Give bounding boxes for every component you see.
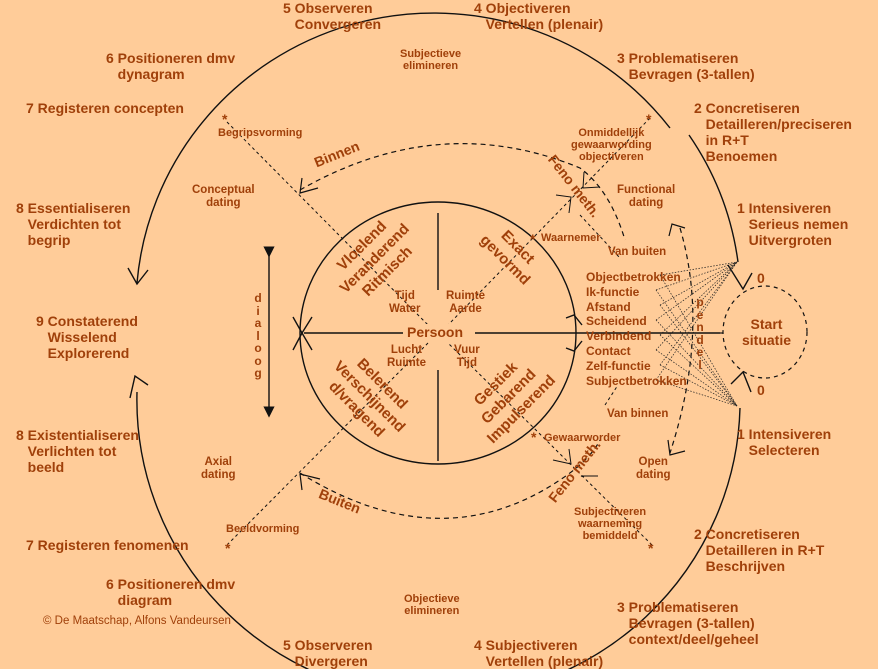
step-4-subjectiveren: 4 Subjectiveren Vertellen (plenair) [474, 637, 604, 669]
open-dating-label: Open dating [636, 456, 671, 481]
pendel-line [659, 261, 738, 276]
function-item: Objectbetrokken [586, 270, 681, 284]
step-6-positioneren-diagram: 6 Positioneren dmv diagram [106, 576, 236, 608]
step-1-intensiveren-top: 1 Intensiveren Serieus nemen Uitvergrote… [737, 200, 849, 248]
functional-dating-label: Functional dating [617, 184, 676, 209]
step-2-concretiseren-top: 2 Concretiseren Detailleren/preciseren i… [694, 100, 852, 164]
start-situatie-label: Start situatie [742, 316, 792, 348]
beeldvorming-label: Beeldvorming [226, 523, 300, 535]
step-7-registeren-fenomenen: 7 Registeren fenomenen [26, 537, 189, 553]
step-7-registeren-concepten: 7 Registeren concepten [26, 100, 184, 116]
pendel-line [659, 261, 738, 366]
function-item: Zelf-functie [586, 358, 651, 373]
pendel-line [659, 334, 738, 407]
waarnemer-label: Waarnemer [541, 232, 601, 244]
arrow-head-top-left [127, 267, 149, 286]
onmiddellijk-arrow-head [582, 171, 601, 189]
step-8-existentialiseren: 8 Existentialiseren Verlichten tot beeld [16, 427, 139, 475]
function-item: Afstand [586, 299, 631, 314]
subjectiveren-waarneming-label: Subjectiveren waarneming bemiddeld [574, 506, 647, 542]
function-item: Scheidend [586, 314, 647, 329]
star-beeldvorming: * [225, 540, 231, 556]
pendel-lines [655, 261, 738, 407]
step-1-intensiveren-bottom: 1 Intensiveren Selecteren [737, 426, 832, 458]
arrow-head-start-top [727, 264, 753, 291]
gewaarworder-arrow-head [552, 448, 572, 465]
star-gewaarworder: * [531, 429, 537, 445]
diag-van-buiten [579, 214, 621, 259]
ruimte-aarde-label: Ruimte Aarde [446, 290, 485, 315]
arrow-head-left-inner-2 [301, 316, 313, 351]
step-4-objectiveren: 4 Objectiveren Vertellen (plenair) [474, 0, 604, 32]
step-6-positioneren-dynagram: 6 Positioneren dmv dynagram [106, 50, 236, 82]
binnen-arc [299, 143, 626, 241]
function-item: Contact [586, 343, 631, 358]
pendel-label: p e n d e l [696, 295, 704, 372]
pendel-line [659, 304, 738, 407]
arrow-head-right-inner-1 [565, 314, 583, 326]
outer-circle-right-top-arc [688, 134, 739, 263]
pendel-line [655, 379, 738, 407]
function-item: Verbindend [586, 329, 652, 344]
function-item: Subjectbetrokken [586, 373, 687, 388]
step-2-concretiseren-bottom: 2 Concretiseren Detailleren in R+T Besch… [694, 526, 825, 574]
pendel-line [659, 364, 738, 407]
dialoog-label: d i a l o o g [254, 291, 262, 380]
arrow-head-bottom-left [129, 374, 149, 399]
arrow-head-start-bottom [730, 370, 752, 393]
arrow-head-right-inner-2 [565, 340, 583, 352]
pendel-line [655, 261, 738, 351]
step-5-observeren-convergeren: 5 Observeren Convergeren [283, 0, 382, 32]
vuur-tijd-label: Vuur Tijd [454, 344, 480, 369]
zero-bottom-label: 0 [757, 382, 765, 398]
lucht-ruimte-label: Lucht Ruimte [387, 344, 426, 369]
star-subjectiveren: * [648, 540, 654, 556]
copyright-text: © De Maatschap, Alfons Vandeursen [43, 615, 231, 627]
pendel-line [659, 261, 738, 336]
diag-onmiddellijk [447, 117, 651, 326]
pendel-line [655, 349, 738, 407]
outer-circle-right-bottom-arc [136, 391, 741, 669]
van-buiten-label: Van buiten [608, 246, 667, 258]
start-circle [722, 285, 808, 379]
functions-list: Objectbetrokken Ik-functie Afstand Schei… [586, 270, 687, 388]
star-onmiddellijk: * [646, 111, 652, 127]
step-5-observeren-divergeren: 5 Observeren Divergeren [283, 637, 373, 669]
binnen-arrow-head [299, 177, 319, 194]
waarnemer-arrow-head [555, 194, 572, 214]
objectieve-elimineren-label: Objectieve elimineren [404, 593, 460, 617]
gewaarworder-label: Gewaarworder [544, 432, 621, 444]
van-binnen-label: Van binnen [607, 408, 669, 420]
zero-top-label: 0 [757, 270, 765, 286]
pendel-line [659, 261, 738, 306]
buiten-arrow-head [299, 473, 321, 491]
subjectiveren-arrow-head [580, 475, 598, 478]
pendel-line [655, 289, 738, 407]
pendel-line [659, 274, 738, 407]
persoon-label: Persoon [404, 324, 467, 340]
pendel-line [655, 261, 738, 291]
function-item: Ik-functie [586, 284, 640, 299]
star-waarnemer: * [530, 231, 536, 247]
step-9-constaterend: 9 Constaterend Wisselend Explorerend [36, 313, 138, 361]
diag-van-binnen [604, 384, 619, 406]
pendel-arc [669, 227, 694, 454]
onmiddellijk-gewaarwording-label: Onmiddellijk gewaarwording objectiveren [571, 127, 652, 163]
outer-circle-top-arc [136, 12, 671, 284]
step-8-essentialiseren: 8 Essentialiseren Verdichten tot begrip [16, 200, 131, 248]
subjectieve-elimineren-label: Subjectieve elimineren [400, 48, 462, 72]
buiten-arc [299, 439, 601, 519]
pendel-arrow-head-top [668, 223, 686, 237]
pendel-arrow-head-bottom [667, 439, 686, 456]
tijd-water-label: Tijd Water [389, 290, 421, 315]
step-3-problematiseren-top: 3 Problematiseren Bevragen (3-tallen) [617, 50, 755, 82]
conceptual-dating-label: Conceptual dating [192, 184, 255, 209]
axial-dating-label: Axial dating [201, 456, 236, 481]
star-begripsvorming: * [222, 111, 228, 127]
begripsvorming-label: Begripsvorming [218, 127, 303, 139]
step-3-problematiseren-bottom: 3 Problematiseren Bevragen (3-tallen) co… [617, 599, 759, 647]
